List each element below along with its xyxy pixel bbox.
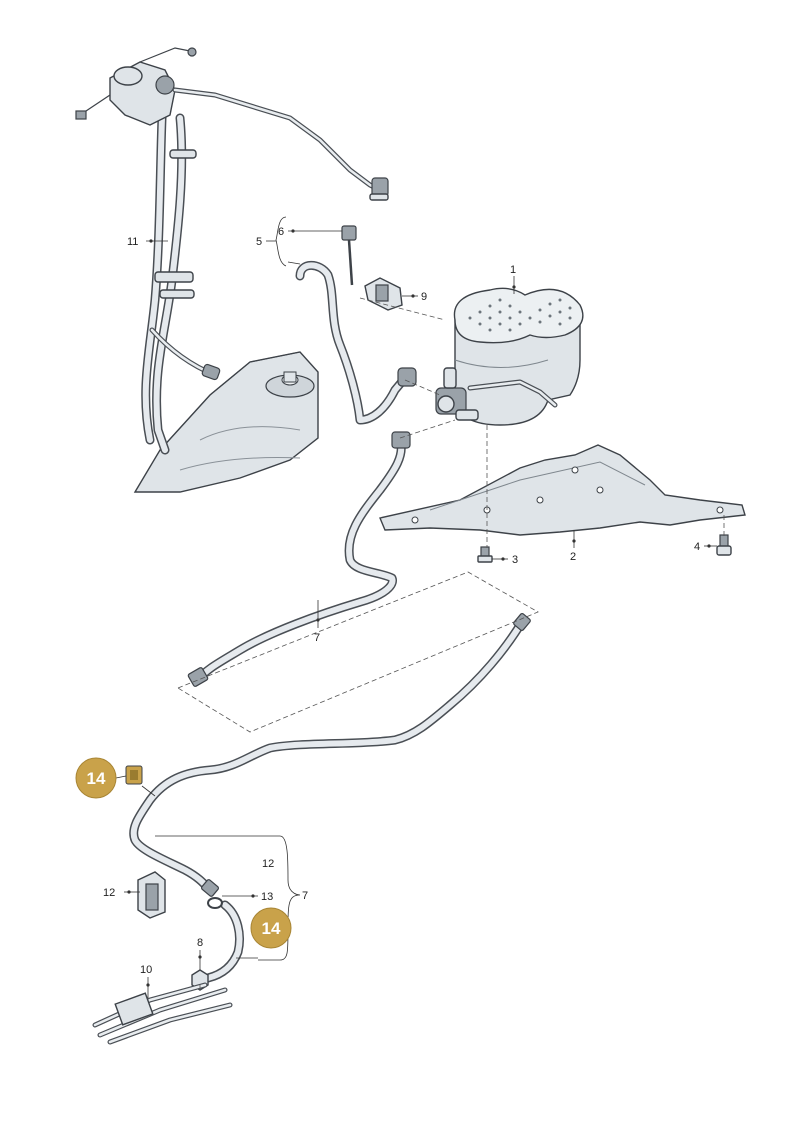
callout-13: 13 <box>261 891 273 903</box>
charcoal-canister <box>435 287 584 426</box>
breather-tube <box>172 87 389 201</box>
vent-line <box>295 225 417 425</box>
fuel-pipes <box>92 982 233 1045</box>
callout-7-upper: 7 <box>314 632 320 644</box>
callout-1: 1 <box>510 264 516 276</box>
callout-11: 11 <box>127 236 138 248</box>
callout-labels: 1 2 3 4 5 6 7 7 8 9 10 11 12 12 13 <box>103 226 700 976</box>
clip-14 <box>125 765 143 785</box>
badge-14-upper-label: 14 <box>87 769 106 788</box>
callout-5: 5 <box>256 236 262 248</box>
callout-3: 3 <box>512 554 518 566</box>
dashed-guides <box>177 297 725 990</box>
leader-dots <box>127 229 711 987</box>
callout-12-left: 12 <box>103 887 115 899</box>
hose-clamp-13 <box>207 897 223 909</box>
callout-12-right: 12 <box>262 858 274 870</box>
badge-14-lower-label: 14 <box>262 919 281 938</box>
callout-10: 10 <box>140 964 152 976</box>
badge-14-lower: 14 <box>250 907 292 949</box>
filler-neck <box>75 47 221 455</box>
main-vent-line <box>187 431 411 687</box>
bolt-4 <box>716 534 732 556</box>
lower-vent-hose <box>203 900 244 983</box>
long-vent-line <box>129 612 531 897</box>
canister-top-pattern <box>468 298 572 332</box>
callout-8: 8 <box>197 937 203 949</box>
bolt-3 <box>477 546 493 563</box>
callout-7-lower: 7 <box>302 890 308 902</box>
clip-12 <box>137 871 166 919</box>
callout-2: 2 <box>570 551 576 563</box>
callout-9: 9 <box>421 291 427 303</box>
heat-shield <box>379 444 746 536</box>
callout-4: 4 <box>694 541 700 553</box>
badge-14-upper: 14 <box>75 757 117 799</box>
callout-6: 6 <box>278 226 284 238</box>
fuel-tank <box>133 351 319 493</box>
